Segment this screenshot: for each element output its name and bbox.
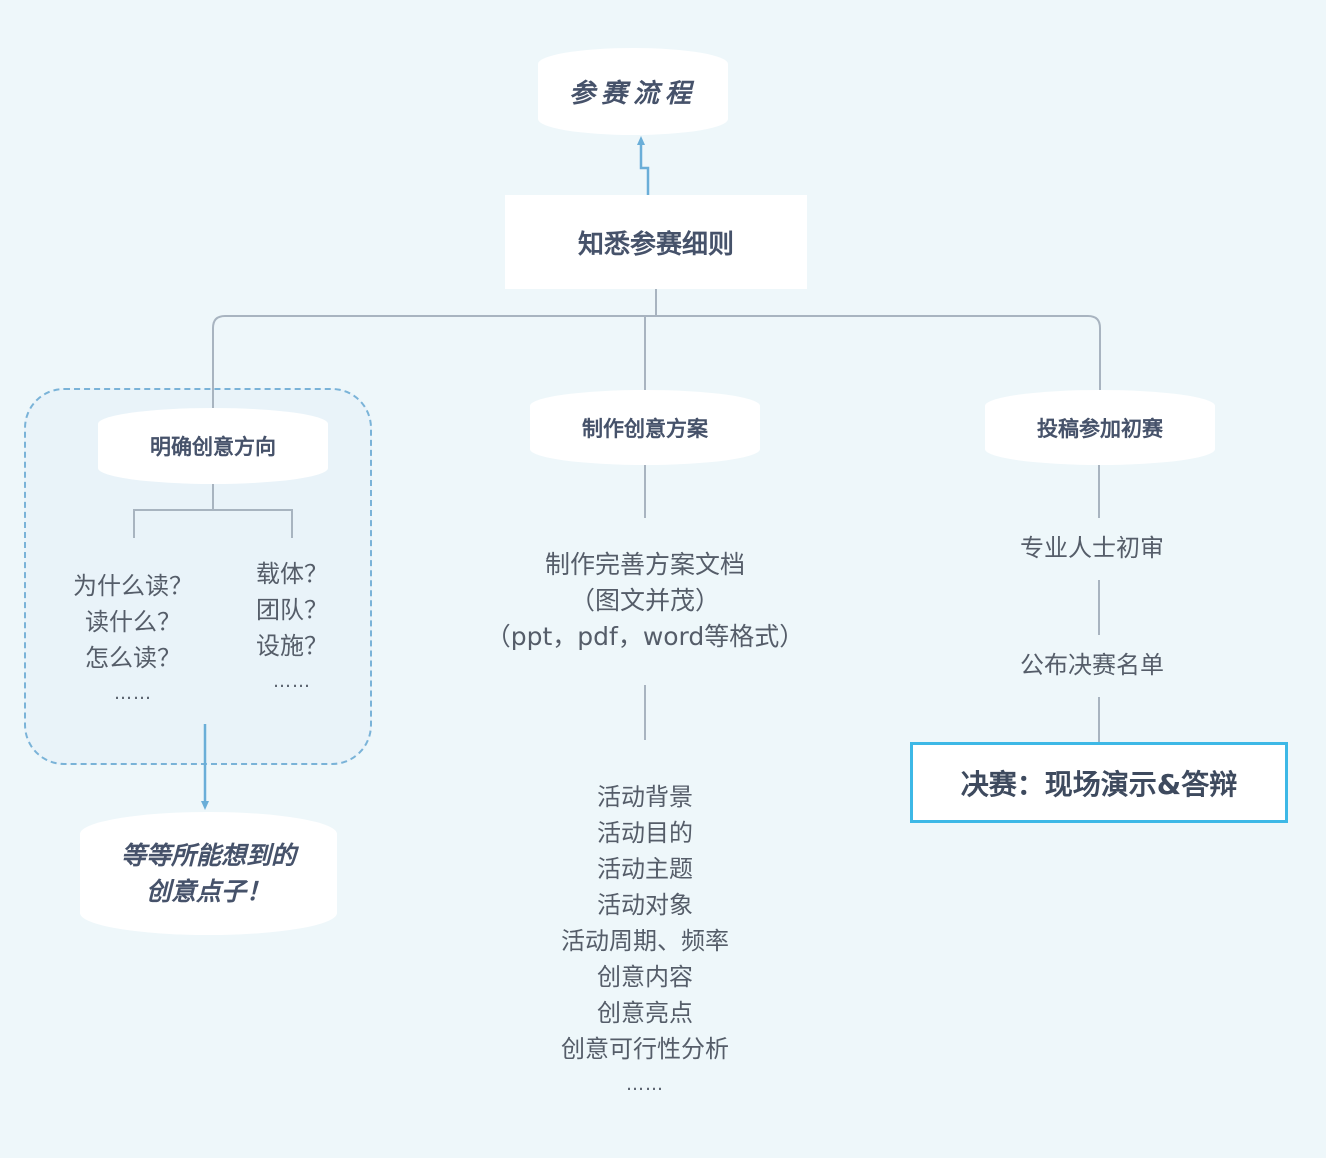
right-step-announce: 公布决赛名单 [1020, 651, 1164, 679]
left-col1-item: 怎么读？ [85, 644, 181, 672]
left-branch-node: 明确创意方向 [98, 408, 328, 484]
connector-left-sub [133, 484, 293, 538]
middle-list-item: 创意亮点 [597, 999, 693, 1027]
middle-doc-line: 制作完善方案文档 [544, 550, 745, 579]
left-col2-item: 设施？ [256, 632, 328, 660]
arrow-head-up [637, 136, 645, 145]
left-col2: 载体？ 团队？ 设施？ …… [256, 556, 328, 700]
middle-list-item: 创意内容 [597, 963, 693, 991]
left-col1-item: 为什么读？ [73, 572, 193, 600]
middle-list-item: 活动主题 [597, 855, 693, 883]
middle-branch-node: 制作创意方案 [530, 390, 760, 465]
arrow-to-title [639, 142, 650, 195]
right-step-review: 专业人士初审 [1020, 534, 1164, 562]
middle-list-item: …… [626, 1074, 664, 1095]
middle-list-item: 创意可行性分析 [561, 1035, 729, 1063]
connector-horizontal [212, 315, 1101, 408]
left-col1-item: …… [114, 683, 152, 704]
right-branch-node: 投稿参加初赛 [985, 390, 1215, 465]
middle-list-item: 活动背景 [597, 783, 693, 811]
right-branch-label: 投稿参加初赛 [1037, 416, 1163, 441]
left-col2-item: …… [273, 671, 311, 692]
middle-branch-label: 制作创意方案 [582, 416, 708, 441]
left-col2-item: 载体？ [256, 560, 328, 588]
middle-list-item: 活动目的 [597, 819, 693, 847]
left-branch-label: 明确创意方向 [150, 435, 276, 459]
left-col2-item: 团队？ [256, 596, 328, 624]
left-result-node: 等等所能想到的 创意点子！ [80, 812, 337, 935]
middle-doc-text: 制作完善方案文档 （图文并茂） （ppt，pdf，word等格式） [486, 547, 805, 655]
root-text: 知悉参赛细则 [577, 229, 734, 260]
final-node: 决赛：现场演示&答辩 [910, 742, 1288, 823]
title-node: 参赛流程 [538, 48, 728, 135]
middle-list-item: 活动周期、频率 [561, 927, 729, 955]
middle-list-item: 活动对象 [597, 891, 693, 919]
left-col1-item: 读什么？ [85, 608, 181, 636]
middle-items-list: 活动背景 活动目的 活动主题 活动对象 活动周期、频率 创意内容 创意亮点 创意… [561, 779, 729, 1103]
middle-doc-line: （ppt，pdf，word等格式） [485, 622, 805, 651]
left-result-line: 等等所能想到的 [120, 840, 296, 870]
middle-doc-line: （图文并茂） [569, 586, 720, 615]
final-text: 决赛：现场演示&答辩 [960, 767, 1238, 801]
left-result-line: 创意点子！ [145, 876, 271, 906]
root-node: 知悉参赛细则 [505, 195, 807, 289]
left-col1: 为什么读？ 读什么？ 怎么读？ …… [73, 568, 193, 712]
title-text: 参赛流程 [568, 79, 697, 109]
arrow-head-down [201, 801, 209, 810]
